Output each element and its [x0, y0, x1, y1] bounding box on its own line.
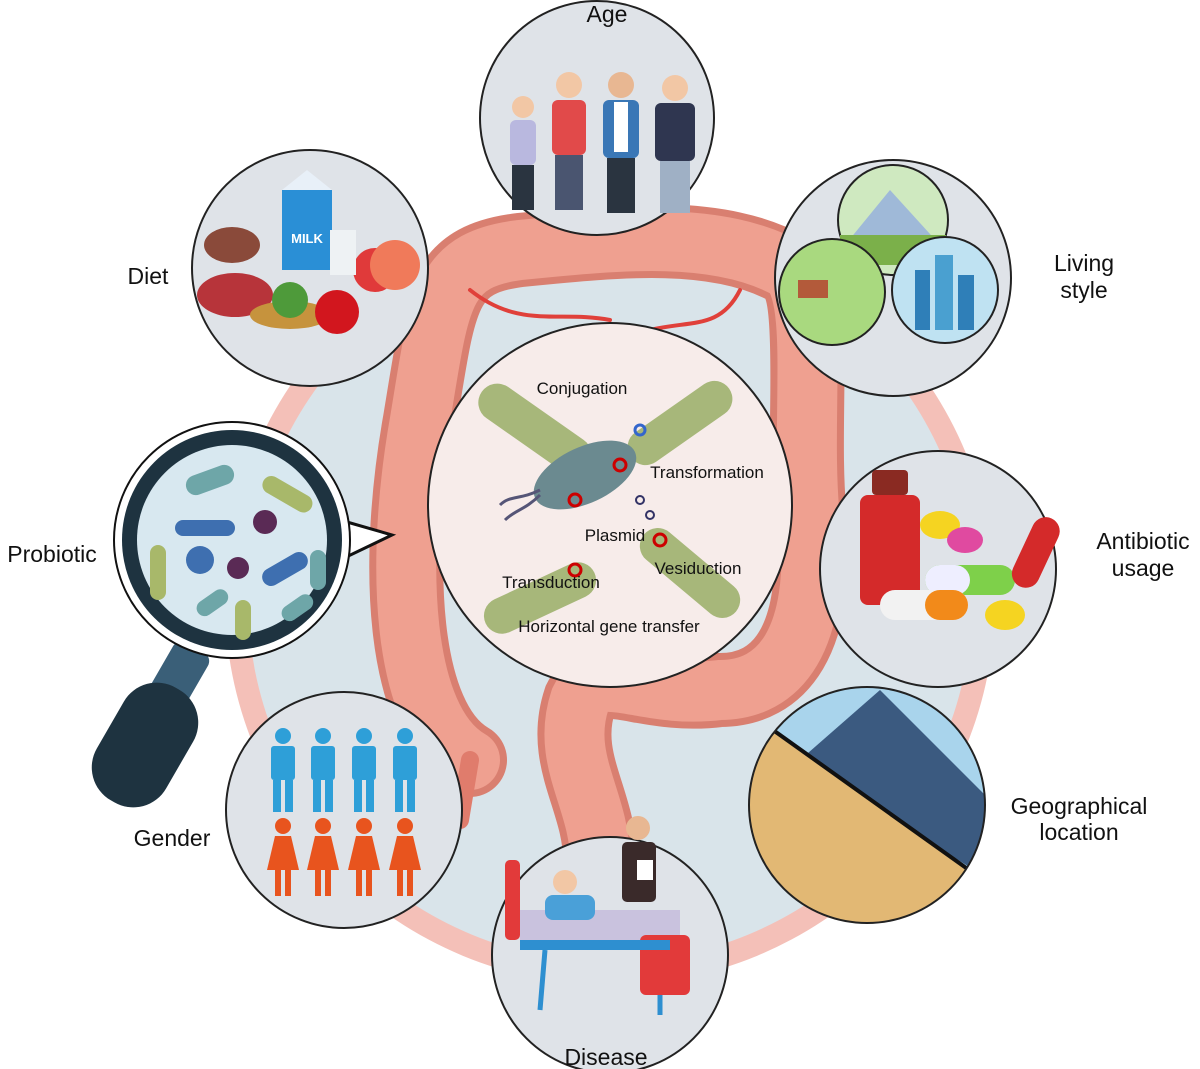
bacteria-illustration — [478, 380, 741, 634]
label-probiotic: Probiotic — [7, 541, 96, 567]
milk-logo: MILK — [291, 231, 323, 246]
disease-panel — [491, 816, 729, 1069]
female-icons — [267, 818, 421, 896]
male-icons — [271, 728, 417, 812]
label-diet: Diet — [128, 263, 170, 289]
gender-panel — [225, 691, 463, 929]
label-horizontal-gene-transfer: Horizontal gene transfer — [518, 617, 700, 636]
food-illustration: MILK — [197, 170, 420, 334]
living-style-panel — [774, 159, 1012, 397]
label-antibiotic: Antibiotic — [1096, 528, 1189, 554]
label-age: Age — [587, 1, 628, 27]
label-plasmid: Plasmid — [585, 526, 645, 545]
label-style: style — [1060, 277, 1107, 303]
geographical-panel — [748, 686, 986, 924]
hgt-center-panel: Conjugation Transformation Plasmid Trans… — [427, 322, 793, 688]
microbes-illustration — [150, 464, 326, 640]
farm-scene — [778, 238, 886, 346]
label-disease: Disease — [564, 1044, 647, 1069]
label-transformation: Transformation — [650, 463, 764, 482]
label-geographical: Geographical — [1011, 793, 1148, 819]
label-location: location — [1039, 819, 1118, 845]
people-age-illustration — [510, 72, 695, 213]
label-transduction: Transduction — [502, 573, 600, 592]
probiotic-panel — [91, 421, 397, 808]
pills-illustration — [860, 470, 1060, 630]
age-panel — [479, 0, 715, 236]
label-conjugation: Conjugation — [537, 379, 628, 398]
antibiotic-panel — [819, 450, 1060, 688]
magnifier-handle — [91, 682, 199, 808]
diet-panel: MILK — [191, 149, 429, 387]
desert — [749, 710, 985, 923]
label-living: Living — [1054, 250, 1114, 276]
hospital-bed-illustration — [505, 816, 690, 1015]
label-usage: usage — [1112, 555, 1175, 581]
label-gender: Gender — [134, 825, 211, 851]
label-vesiduction: Vesiduction — [655, 559, 742, 578]
mountain — [800, 690, 985, 880]
